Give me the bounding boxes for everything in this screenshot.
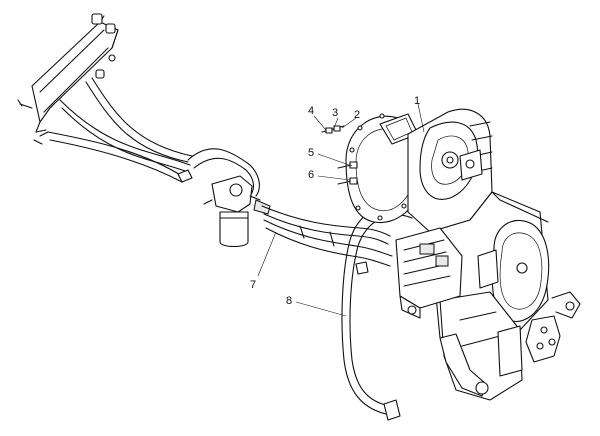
callout-4: 4 [308,105,314,117]
cooler-hoses [47,77,260,197]
oil-filter [203,175,271,248]
callout-5: 5 [308,147,314,159]
callout-2: 2 [354,109,360,121]
callout-3: 3 [332,107,338,119]
callout-6: 6 [308,169,314,181]
gearbox-housing [345,108,581,401]
callout-8: 8 [286,295,292,307]
callout-1: 1 [414,95,420,107]
leader-lines [257,103,425,317]
callout-7: 7 [250,279,256,291]
oil-cooler [17,13,119,145]
hose-bundle-7 [261,205,393,267]
fittings [321,125,358,185]
